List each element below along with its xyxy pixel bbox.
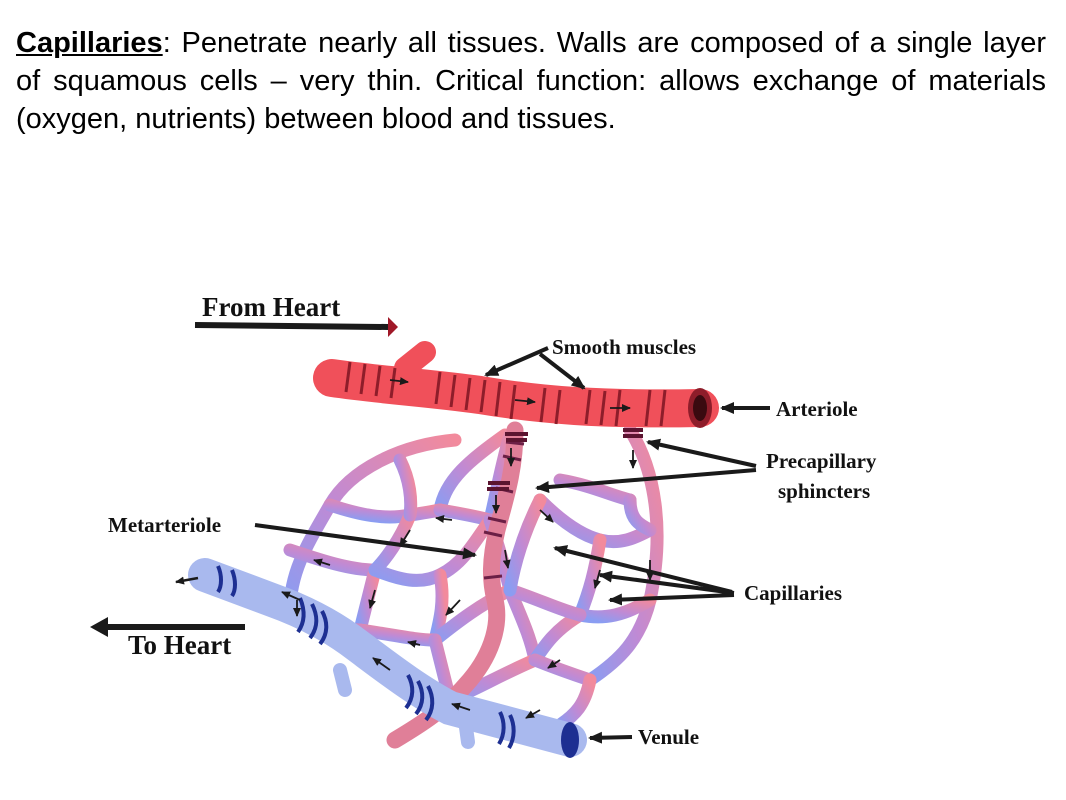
slide-text: Capillaries: Penetrate nearly all tissue… [16,24,1046,138]
label-pointers [254,346,770,744]
arteriole-vessel [313,341,719,428]
capillary-bed-diagram: From Heart To Heart Smooth muscles Arter… [90,292,877,758]
venule-outflow-arrow [175,576,199,585]
precapillary-sphincter-rings [487,428,643,491]
label-capillaries: Capillaries [744,581,842,605]
label-smooth-muscles: Smooth muscles [552,335,696,359]
label-precapillary-line1: Precapillary [766,449,877,473]
from-heart-arrow [194,322,389,330]
label-precapillary-line2: sphincters [778,479,870,503]
label-from-heart: From Heart [202,292,340,322]
label-to-heart: To Heart [128,630,231,660]
term-colon: : [162,27,171,59]
label-venule: Venule [638,725,699,749]
term-capillaries: Capillaries [16,27,163,59]
label-arteriole: Arteriole [776,397,858,421]
definition-text: Penetrate nearly all tissues. Walls are … [16,27,1046,135]
label-metarteriole: Metarteriole [108,513,221,537]
